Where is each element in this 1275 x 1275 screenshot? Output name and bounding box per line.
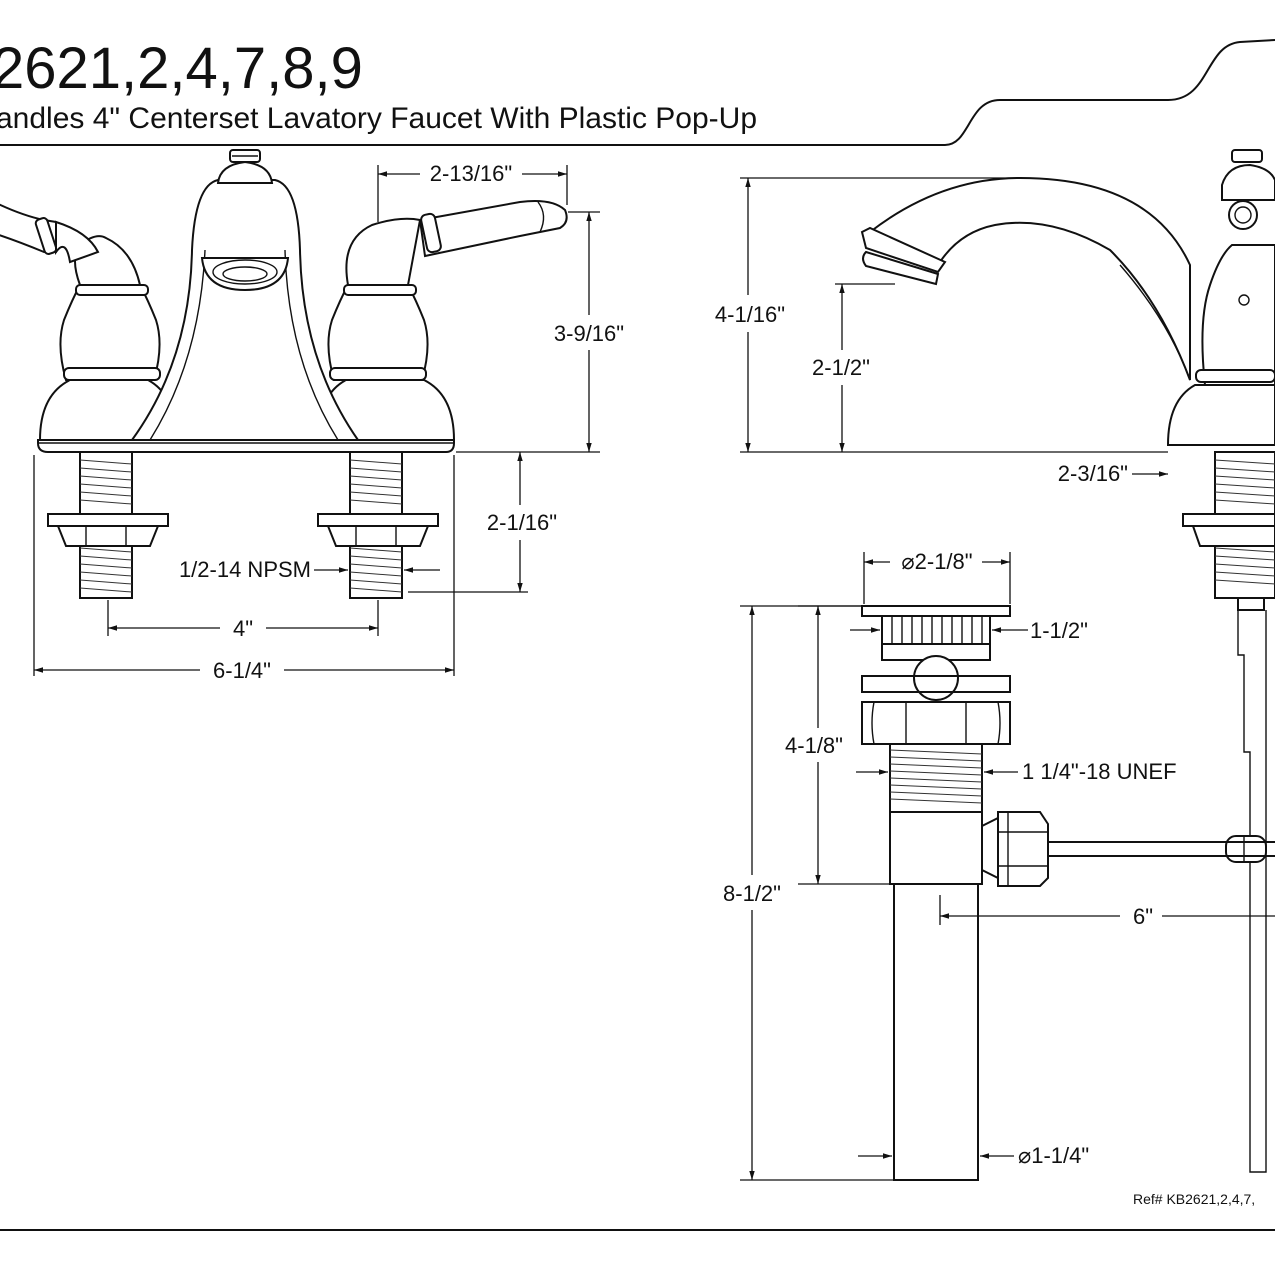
title-block: 2621,2,4,7,8,9 andles 4" Centerset Lavat… (0, 36, 1275, 146)
left-shank (47, 451, 169, 599)
dim-rod-length: 6" (1133, 904, 1153, 929)
spout-body (130, 179, 360, 441)
drain-cap (881, 615, 991, 645)
dim-cap-height: 1-1/2" (1030, 618, 1088, 643)
dim-shank-length: 2-1/16" (487, 510, 557, 535)
rod-clip (1225, 835, 1267, 863)
tailpiece (893, 883, 979, 1181)
title-border (0, 39, 1275, 146)
pop-up-drain (861, 605, 1275, 1181)
pivot-nut (997, 811, 1049, 887)
drain-dimensions: ⌀2-1/8" 1-1/2" 4-1/8" 1 1/4"-18 UNEF 8-1… (723, 549, 1275, 1181)
dim-base-width: 6-1/4" (213, 658, 271, 683)
side-base (1166, 384, 1275, 446)
front-view-faucet (0, 149, 568, 599)
page-title: 2621,2,4,7,8,9 (0, 36, 363, 101)
right-shank (317, 451, 439, 599)
dim-drain-overall: 8-1/2" (723, 881, 781, 906)
dim-spout-clearance: 2-1/2" (812, 355, 870, 380)
spout-cap (216, 160, 274, 184)
dim-side-height: 4-1/16" (715, 302, 785, 327)
page-subtitle: andles 4" Centerset Lavatory Faucet With… (0, 102, 757, 135)
side-view-dimensions: 4-1/16" 2-1/2" 2-3/16" (715, 177, 1168, 486)
left-handle (59, 284, 161, 381)
right-handle (327, 284, 429, 381)
dim-spout-reach: 2-3/16" (1058, 461, 1128, 486)
drain-thread-body (889, 743, 983, 813)
dim-tailpiece-diameter: ⌀1-1/4" (1018, 1143, 1089, 1168)
aerator (200, 257, 290, 292)
dim-center-spacing: 4" (233, 616, 253, 641)
dim-flange-diameter: ⌀2-1/8" (901, 549, 972, 574)
front-view-dimensions: 2-13/16" 3-9/16" 2-1/16" 1/2-14 NPSM 4" … (33, 161, 624, 683)
footer: Ref# KB2621,2,4,7, (0, 1191, 1275, 1231)
dim-drain-thread: 1 1/4"-18 UNEF (1022, 759, 1177, 784)
handle-pivot (1228, 200, 1258, 230)
deck-plate (37, 439, 455, 453)
drain-tee (889, 811, 983, 885)
dim-drain-body: 4-1/8" (785, 733, 843, 758)
drain-flange (861, 605, 1011, 617)
dim-faucet-height: 3-9/16" (554, 321, 624, 346)
dim-handle-spread: 2-13/16" (430, 161, 512, 186)
lift-rod-guide (1237, 597, 1265, 611)
dim-thread-npsm: 1/2-14 NPSM (179, 557, 311, 582)
ref-number: Ref# KB2621,2,4,7, (1133, 1191, 1255, 1207)
drain-nut (861, 701, 1011, 745)
